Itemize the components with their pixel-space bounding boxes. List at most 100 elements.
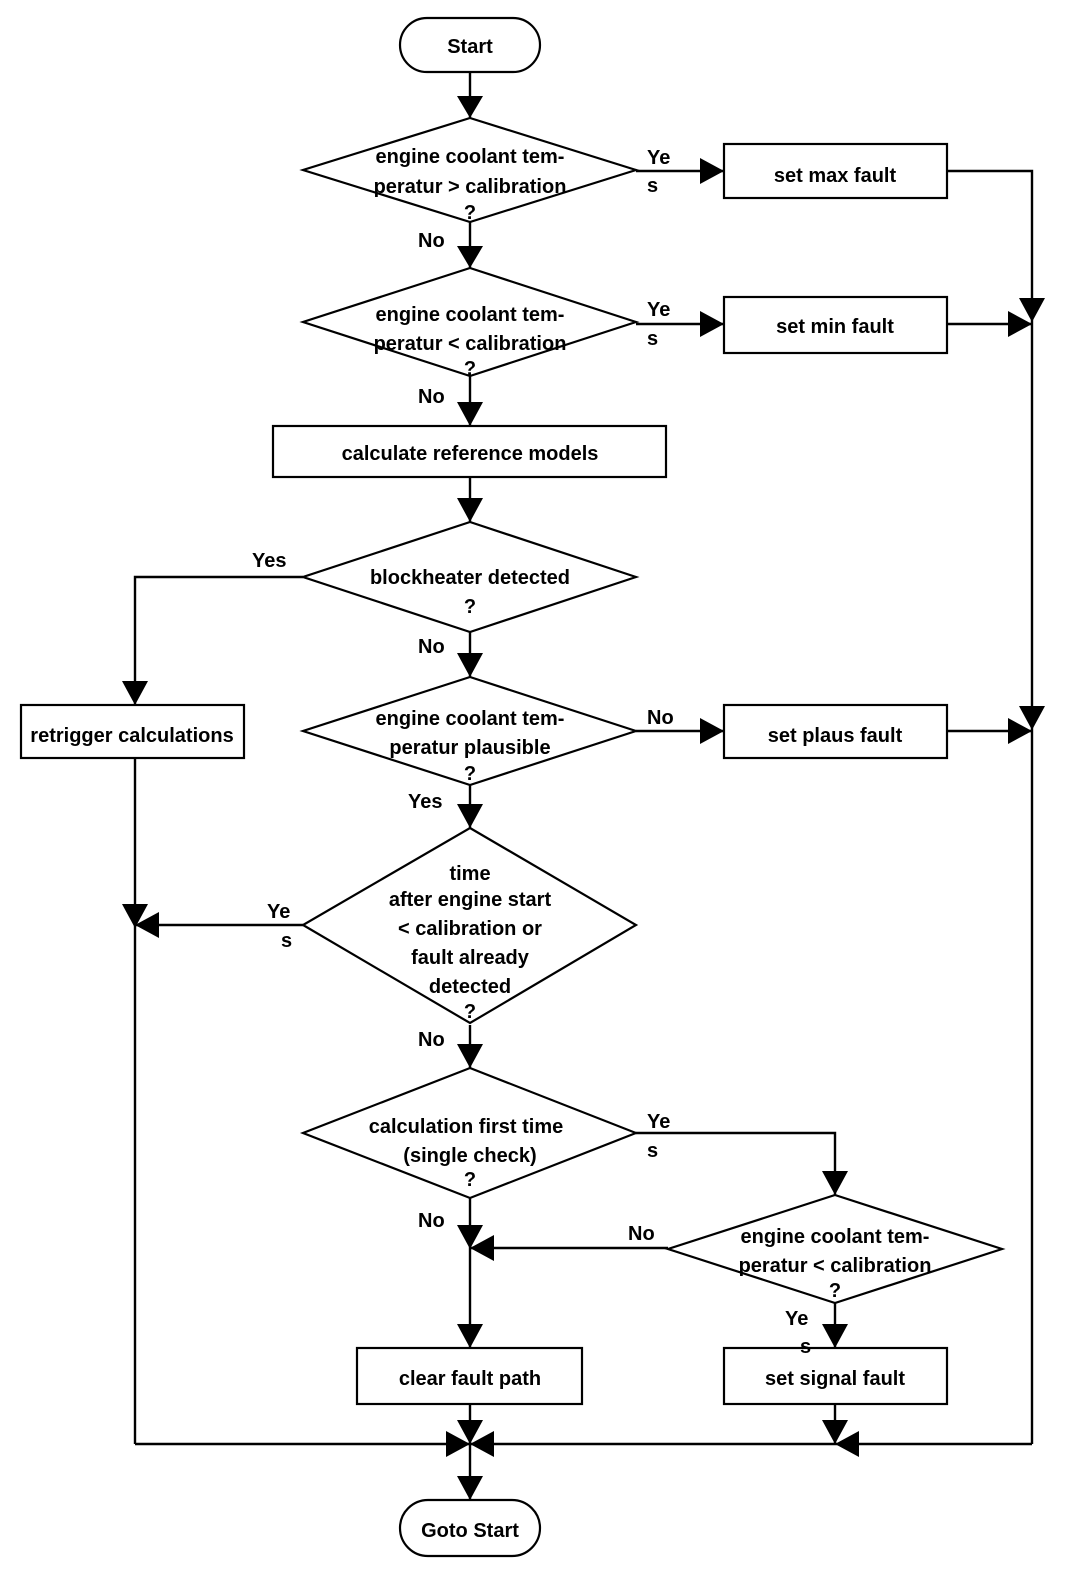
d4-no-label: No — [647, 707, 674, 729]
d2-line-3: ? — [464, 358, 476, 380]
d2-line-1: engine coolant tem- — [376, 304, 565, 326]
start-label: Start — [447, 36, 493, 58]
arrow-into-d2 — [457, 246, 483, 268]
arrow-signal-merge-right — [835, 1431, 859, 1457]
d2-line-2: peratur < calibration — [374, 333, 567, 355]
arrowheads — [122, 96, 1045, 1500]
d5-line-6: ? — [464, 1001, 476, 1023]
arrow-into-plaus — [700, 718, 724, 744]
arrow-into-min — [700, 311, 724, 337]
decision-blockheater — [299, 520, 640, 634]
d5-line-4: fault already — [411, 947, 530, 969]
d7-line-2: peratur < calibration — [739, 1255, 932, 1277]
d5-line-2: after engine start — [389, 889, 552, 911]
arrow-into-signal — [822, 1324, 848, 1348]
d5-yes-label-1: Ye — [267, 901, 290, 923]
clear-fault-path-label: clear fault path — [399, 1368, 541, 1390]
arrow-merge-bottom-right — [470, 1431, 494, 1457]
d3-line-1: blockheater detected — [370, 567, 570, 589]
d4-line-3: ? — [464, 763, 476, 785]
decision-time-after-start — [300, 826, 639, 1025]
d6-line-2: (single check) — [403, 1145, 536, 1167]
goto-start-label: Goto Start — [421, 1520, 519, 1542]
calculate-reference-models-label: calculate reference models — [342, 443, 599, 465]
d2-no-label: No — [418, 386, 445, 408]
d5-line-5: detected — [429, 976, 511, 998]
d4-line-1: engine coolant tem- — [376, 708, 565, 730]
d6-no-label: No — [418, 1210, 445, 1232]
decision-temp-gt-calibration — [299, 116, 640, 224]
set-plaus-fault-box — [722, 703, 949, 760]
d3-line-2: ? — [464, 596, 476, 618]
d7-line-1: engine coolant tem- — [741, 1226, 930, 1248]
d6-line-1: calculation first time — [369, 1116, 564, 1138]
edge-d6-d7 — [636, 1131, 837, 1195]
set-max-fault-label: set max fault — [774, 165, 897, 187]
d2-yes-label-2: s — [647, 328, 658, 350]
arrow-merge-bottom-left — [446, 1431, 470, 1457]
d7-no-label: No — [628, 1223, 655, 1245]
arrow-into-calc — [457, 402, 483, 426]
d1-line-2: peratur > calibration — [374, 176, 567, 198]
d7-line-3: ? — [829, 1280, 841, 1302]
arrow-left-merge-retrigger — [122, 904, 148, 928]
decision-temp-lt-calibration — [299, 266, 640, 378]
retrigger-calculations-label: retrigger calculations — [30, 725, 233, 747]
set-max-fault-box — [722, 142, 949, 200]
goto-start-terminal — [398, 1498, 542, 1558]
arrow-into-d7 — [822, 1171, 848, 1195]
d7-yes-label-2: s — [800, 1336, 811, 1358]
d4-line-2: peratur plausible — [389, 737, 550, 759]
decision-temp-lt-calibration-2 — [664, 1193, 1006, 1305]
arrow-left-merge-d5 — [135, 912, 159, 938]
node-labels: Start engine coolant tem- peratur > cali… — [30, 36, 931, 1542]
arrow-into-d1 — [457, 96, 483, 118]
d5-line-3: < calibration or — [398, 918, 542, 940]
d7-yes-label-1: Ye — [785, 1308, 808, 1330]
d5-yes-label-2: s — [281, 930, 292, 952]
arrow-right-merge-max — [1019, 298, 1045, 322]
edge-max-right — [947, 169, 1034, 1444]
d6-yes-label-1: Ye — [647, 1111, 670, 1133]
edge-d3-retrigger — [133, 575, 303, 705]
arrow-signal-merge — [822, 1420, 848, 1444]
arrow-merge-d6-no — [457, 1225, 483, 1249]
decision-temp-plausible — [299, 675, 640, 787]
arrow-right-merge-min — [1008, 311, 1032, 337]
d5-no-label: No — [418, 1029, 445, 1051]
set-plaus-fault-label: set plaus fault — [768, 725, 903, 747]
edge-labels: Ye s No Ye s No Yes No No Yes Ye s No Ye… — [252, 147, 811, 1358]
clear-fault-path-box — [355, 1346, 584, 1406]
retrigger-calculations-box — [19, 703, 246, 760]
arrow-right-merge-plaus — [1008, 718, 1032, 744]
start-terminal — [398, 16, 542, 74]
connectors — [133, 72, 1034, 1500]
d5-line-1: time — [449, 863, 490, 885]
d3-no-label: No — [418, 636, 445, 658]
d3-yes-label: Yes — [252, 550, 286, 572]
set-signal-fault-label: set signal fault — [765, 1368, 905, 1390]
arrow-into-clear — [457, 1324, 483, 1348]
arrow-right-merge-upper — [1019, 706, 1045, 730]
d1-yes-label-1: Ye — [647, 147, 670, 169]
d1-line-3: ? — [464, 202, 476, 224]
d1-line-1: engine coolant tem- — [376, 146, 565, 168]
d2-yes-label-1: Ye — [647, 299, 670, 321]
shapes — [19, 16, 1006, 1558]
set-signal-fault-box — [722, 1346, 949, 1406]
arrow-into-retrigger — [122, 681, 148, 705]
set-min-fault-box — [722, 295, 949, 355]
d4-yes-label: Yes — [408, 791, 442, 813]
arrow-into-d4 — [457, 653, 483, 677]
set-min-fault-label: set min fault — [776, 316, 894, 338]
calculate-reference-models-box — [271, 424, 668, 479]
arrow-into-d3 — [457, 498, 483, 522]
arrow-merge-d7-no — [470, 1235, 494, 1261]
arrow-into-max — [700, 158, 724, 184]
d6-line-3: ? — [464, 1169, 476, 1191]
d1-yes-label-2: s — [647, 175, 658, 197]
arrow-into-goto — [457, 1476, 483, 1500]
arrow-into-d6 — [457, 1044, 483, 1068]
arrow-merge-bottom-top — [457, 1420, 483, 1444]
